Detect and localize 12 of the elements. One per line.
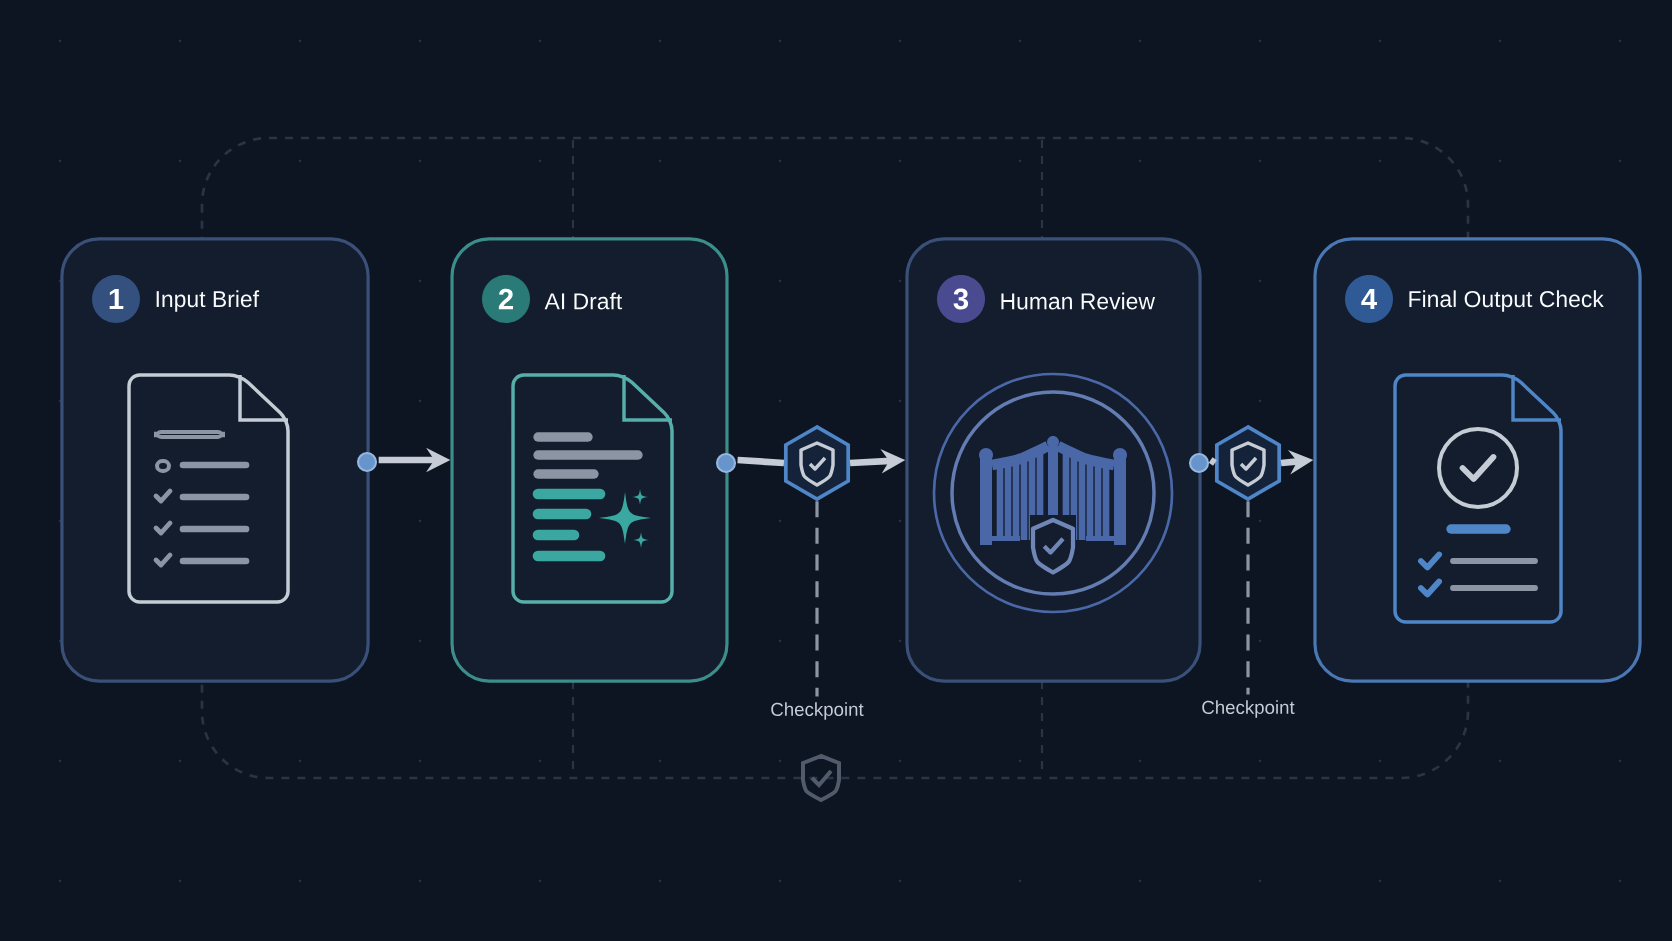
card-title: Final Output Check [1409, 290, 1604, 312]
step-number: 2 [482, 275, 530, 323]
checkpoint-label: Checkpoint [1202, 700, 1295, 718]
card-title: Input Brief [156, 290, 260, 312]
step-number: 4 [1345, 275, 1393, 323]
checkpoint-label: Checkpoint [771, 702, 864, 720]
dashed-line [815, 501, 819, 697]
step-number: 1 [92, 275, 140, 323]
card-title: AI Draft [544, 292, 623, 310]
dashed-line [1246, 501, 1250, 695]
step-number: 3 [937, 275, 985, 323]
card-title: Human Review [1001, 292, 1156, 310]
